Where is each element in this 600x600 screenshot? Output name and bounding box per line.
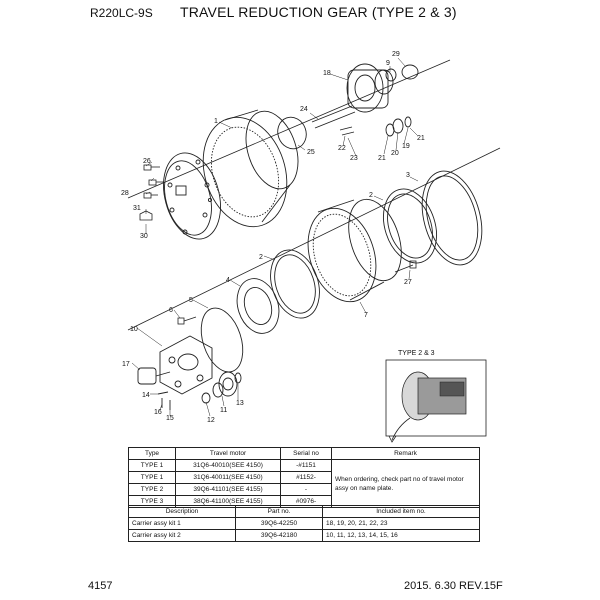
callout-18: 18	[323, 70, 331, 77]
callout-27: 27	[404, 279, 412, 286]
revision-date: 2015. 6.30 REV.15F	[404, 580, 503, 592]
sun-gear	[137, 367, 171, 385]
callout-31: 31	[133, 205, 141, 212]
shim-plate	[236, 278, 280, 334]
callout-22: 22	[338, 145, 346, 152]
callout-17: 17	[122, 361, 130, 368]
cell-motor: 31Q6-40011(SEE 4150)	[175, 471, 281, 484]
callout-20: 20	[391, 150, 399, 157]
callout-19: 19	[402, 143, 410, 150]
page-number: 4157	[88, 580, 113, 592]
callout-21a: 21	[378, 155, 386, 162]
model-code: R220LC-9S	[90, 6, 153, 20]
col-description: Description	[128, 505, 236, 518]
page-title: TRAVEL REDUCTION GEAR (TYPE 2 & 3)	[180, 4, 457, 20]
callout-15: 15	[166, 415, 174, 422]
callout-10: 10	[130, 326, 138, 333]
table-header-row: Description Part no. Included item no.	[128, 505, 480, 518]
remark-cell: When ordering, check part no of travel m…	[331, 459, 480, 508]
col-serial: Serial no	[280, 447, 332, 460]
callout-23: 23	[350, 155, 358, 162]
floating-seal-large	[421, 170, 483, 266]
inset-type2-3	[385, 359, 487, 443]
carrier-kit-table: Description Part no. Included item no. C…	[128, 505, 480, 542]
housing-bolt	[394, 260, 417, 273]
callout-6: 6	[169, 307, 173, 314]
cell-type: TYPE 2	[128, 483, 176, 496]
callout-3: 3	[406, 172, 410, 179]
callout-2b: 2	[259, 254, 263, 261]
table-row: Carrier assy kit 1 39Q6-42250 18, 19, 20…	[128, 517, 480, 530]
cell-type: TYPE 1	[128, 459, 176, 472]
callout-24: 24	[300, 106, 308, 113]
col-remark: Remark	[331, 447, 480, 460]
callout-11: 11	[220, 407, 227, 414]
col-part-no: Part no.	[235, 505, 323, 518]
cell-motor: 39Q6-41101(SEE 4155)	[175, 483, 281, 496]
table-row: TYPE 1 31Q6-40011(SEE 4150) #1152-	[128, 471, 480, 484]
planet-gear-parts	[157, 371, 242, 410]
table-row: TYPE 1 31Q6-40010(SEE 4150) -#1151 When …	[128, 459, 480, 508]
travel-motor-table: Type Travel motor Serial no Remark TYPE …	[128, 447, 480, 508]
cell-included: 18, 19, 20, 21, 22, 23	[322, 517, 480, 530]
col-travel-motor: Travel motor	[175, 447, 281, 460]
ring-gear-drum	[202, 109, 299, 228]
seal-ring-upper	[383, 188, 437, 264]
cell-included: 10, 11, 12, 13, 14, 15, 16	[322, 529, 480, 542]
callout-14: 14	[142, 392, 150, 399]
callout-26: 26	[143, 158, 151, 165]
seal-ring-lower	[270, 249, 320, 319]
callout-5: 5	[189, 297, 193, 304]
callout-16: 16	[154, 409, 162, 416]
table-header-row: Type Travel motor Serial no Remark	[128, 447, 480, 460]
callout-21b: 21	[417, 135, 425, 142]
callout-4: 4	[226, 277, 230, 284]
plug-screws	[139, 164, 164, 221]
carrier-10	[159, 335, 213, 395]
callout-2a: 2	[369, 192, 373, 199]
callout-30: 30	[140, 233, 148, 240]
cell-motor: 31Q6-40010(SEE 4150)	[175, 459, 281, 472]
table-row: Carrier assy kit 2 39Q6-42180 10, 11, 12…	[128, 529, 480, 542]
leader-lines	[131, 57, 419, 417]
cell-part-no: 39Q6-42180	[235, 529, 323, 542]
cell-serial: -	[280, 483, 332, 496]
col-type: Type	[128, 447, 176, 460]
callout-29: 29	[392, 51, 400, 58]
callout-7: 7	[364, 312, 368, 319]
cell-type: TYPE 1	[128, 471, 176, 484]
inset-label: TYPE 2 & 3	[398, 350, 435, 357]
col-included: Included item no.	[322, 505, 480, 518]
gasket	[200, 307, 244, 373]
housing	[307, 198, 402, 303]
cell-description: Carrier assy kit 2	[128, 529, 236, 542]
bolt-6	[177, 316, 197, 325]
planet-carrier-assembly	[277, 63, 419, 150]
cell-part-no: 39Q6-42250	[235, 517, 323, 530]
callout-9: 9	[386, 60, 390, 67]
cover-plate	[163, 152, 221, 240]
callout-1: 1	[214, 118, 218, 125]
cell-serial: -#1151	[280, 459, 332, 472]
callout-13: 13	[236, 400, 244, 407]
callout-25: 25	[307, 149, 315, 156]
callout-12: 12	[207, 417, 215, 424]
callout-8: 28	[121, 190, 129, 197]
cell-description: Carrier assy kit 1	[128, 517, 236, 530]
cell-serial: #1152-	[280, 471, 332, 484]
table-row: TYPE 3 38Q6-41100(SEE 4155) #0976-	[128, 495, 480, 508]
